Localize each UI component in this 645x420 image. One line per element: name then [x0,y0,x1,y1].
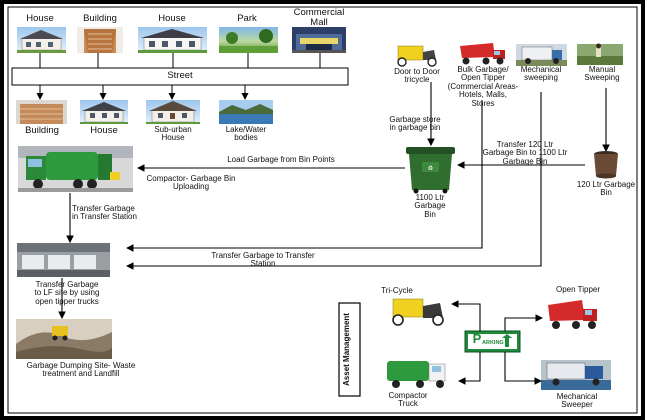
manual-sweeping-image [577,43,623,65]
label-manual-sweeping: Manual Sweeping [584,65,620,83]
label-asset-compactor: Compactor Truck [388,391,428,409]
label-transfer-station: Transfer Garbage in Transfer Station [72,204,137,222]
mech-sweeping-image [516,44,567,66]
asset-title-box [338,302,361,397]
inner-frame [7,6,638,414]
label-transfer-to-station: Transfer Garbage to Transfer Station [211,251,315,269]
label-door-to-door: Door to Door tricycle [394,67,440,85]
parking-word: ARKING [482,340,504,346]
label-house3: House [90,125,118,136]
label-dumping: Garbage Dumping Site- Waste treatment an… [26,361,136,379]
label-mall: Commercial Mall [293,7,345,28]
bulk-tipper-image [454,43,509,66]
door-tricycle-image [393,44,440,67]
park-image [219,27,278,53]
bin-120-image [594,151,618,179]
dumping-site-image [16,319,112,359]
label-garbage-store: Garbage store in garbage bin [389,115,441,133]
house1-image [17,27,66,53]
label-park: Park [237,13,257,24]
street-down-arrows [36,85,249,100]
suburban-image [146,100,200,124]
compactor-truck-image [18,146,133,192]
street-box [11,67,349,86]
house3-image [80,100,128,124]
svg-text:♻: ♻ [428,165,433,172]
house2-image [138,27,207,53]
asset-management-title: Asset Management [342,313,351,386]
collection-arrows [58,82,610,320]
label-asset-tipper: Open Tipper [555,285,601,294]
label-house2: House [158,13,186,24]
label-compactor-upload: Compactor- Garbage Bin Uploading [146,174,236,192]
asset-tipper-image [542,300,600,331]
top-connectors [39,53,321,68]
asset-connectors [450,300,544,385]
asset-sweeper-image [541,360,611,390]
label-lake: Lake/Water bodies [225,125,267,143]
label-load-garbage: Load Garbage from Bin Points [227,155,335,164]
label-asset-tricycle: Tri-Cycle [381,286,413,295]
lake-image [219,100,273,124]
label-building1: Building [83,13,117,24]
parking-letter: P [472,331,482,346]
label-building2: Building [25,125,59,136]
label-mech-sweeping: Mechanical sweeping [520,65,562,83]
asset-compactor-image [383,358,459,390]
label-transfer-lf: Transfer Garbage to LF site by using ope… [34,280,100,306]
label-transfer-120: Transfer 120 Ltr Garbage Bin to 1100 Ltr… [482,140,568,166]
building2-image [16,100,67,124]
bin-1100-image: ♻ [406,147,455,194]
label-bulk: Bulk Garbage/ Open Tipper (Commercial Ar… [447,65,519,108]
label-bin-1100: 1100 Ltr Garbage Bin [414,193,446,219]
street-label: Street [167,70,193,81]
label-asset-sweeper: Mechanical Sweeper [556,392,598,410]
mall-image [292,27,346,53]
parking-arrow-icon [502,334,512,347]
label-suburban: Sub-urban House [154,125,192,143]
transfer-station-image [17,243,110,277]
building1-image [77,27,123,53]
asset-tricycle-image [385,297,452,326]
label-house1: House [26,13,54,24]
label-bin-120: 120 Ltr Garbage Bin [576,180,636,198]
